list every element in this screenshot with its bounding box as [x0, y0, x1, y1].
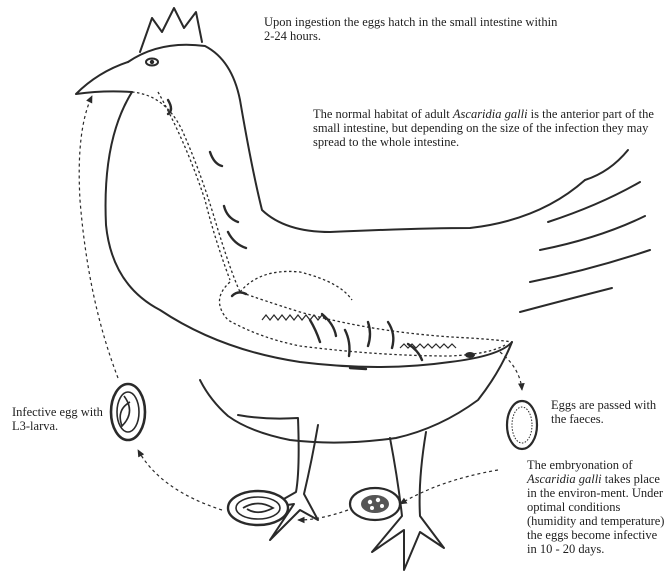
arrow-to-infective: [298, 510, 348, 520]
arrow-to-embryonating: [400, 470, 498, 504]
arrow-to-intestine: [138, 450, 222, 510]
caption-embryonation-lead: The embryonation of: [527, 458, 633, 472]
caption-embryonation-species: Ascaridia galli: [527, 472, 602, 486]
caption-infective-egg-text: Infective egg with L3-larva.: [12, 405, 103, 433]
life-cycle-arrows: [79, 96, 522, 520]
caption-hatching: Upon ingestion the eggs hatch in the sma…: [264, 15, 564, 43]
egg-passed-icon: [507, 401, 537, 449]
caption-embryonation: The embryonation of Ascaridia galli take…: [527, 458, 669, 556]
caption-eggs-passed: Eggs are passed with the faeces.: [551, 398, 671, 426]
arrow-to-faeces: [500, 352, 522, 390]
gut-wall: [262, 315, 456, 348]
caption-habitat: The normal habitat of adult Ascaridia ga…: [313, 107, 671, 149]
caption-infective-egg: Infective egg with L3-larva.: [12, 405, 122, 433]
infective-egg-lower-icon: [228, 491, 288, 525]
caption-hatching-text: Upon ingestion the eggs hatch in the sma…: [264, 15, 557, 43]
embryonating-egg-icon: [350, 488, 400, 520]
egg-in-intestine: [465, 352, 475, 358]
caption-habitat-species: Ascaridia galli: [453, 107, 528, 121]
caption-eggs-passed-text: Eggs are passed with the faeces.: [551, 398, 656, 426]
caption-habitat-lead: The normal habitat of adult: [313, 107, 453, 121]
